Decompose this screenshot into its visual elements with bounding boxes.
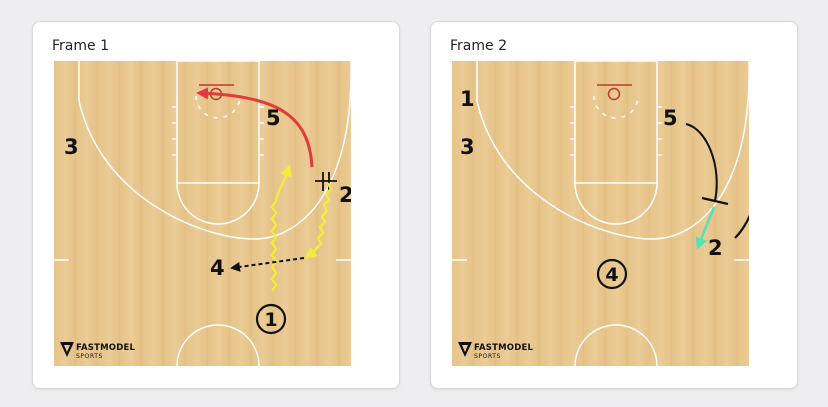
player-5: 5	[266, 106, 281, 130]
lane-hash-left	[172, 106, 177, 156]
rim	[607, 87, 621, 101]
fastmodel-logo: FASTMODEL SPORTS	[458, 342, 533, 360]
court-floor	[452, 61, 749, 366]
frame-1-court: 3 5 2 4 1 FASTMODEL SPORTS	[54, 61, 351, 366]
logo-mark-icon	[458, 342, 472, 357]
logo-subtext: SPORTS	[76, 353, 103, 360]
cut-arrow-black	[734, 214, 749, 239]
three-point-arc	[476, 61, 749, 240]
player-4: 4	[210, 256, 225, 280]
player-3: 3	[460, 135, 475, 159]
player-2: 2	[708, 236, 723, 260]
lane-hash-left	[570, 106, 575, 156]
cut-arrow-red	[196, 87, 314, 168]
free-throw-circle	[574, 182, 658, 225]
court-lines	[452, 61, 749, 366]
lane-hash-right	[657, 106, 662, 156]
fastmodel-logo: FASTMODEL SPORTS	[60, 342, 135, 360]
player-2: 2	[339, 183, 351, 207]
dribble-path-2	[304, 182, 333, 259]
screen-mark	[315, 172, 337, 191]
basket	[597, 84, 632, 101]
logo-text: FASTMODEL	[76, 343, 135, 353]
free-throw-circle	[176, 182, 260, 225]
dribble-path-1	[270, 164, 292, 292]
logo-subtext: SPORTS	[474, 353, 501, 360]
screen-path	[685, 123, 718, 202]
ball-handler-circle	[255, 303, 287, 335]
frame-2-card: Frame 2 1 3 5 2 4	[430, 21, 798, 389]
half-court-circle	[176, 324, 260, 366]
court-lines	[54, 61, 351, 366]
pass-arrow	[230, 257, 305, 272]
player-3: 3	[64, 135, 79, 159]
court-floor	[54, 61, 351, 366]
ball-handler-number: 1	[264, 309, 277, 331]
paint-lane	[176, 61, 260, 184]
logo-mark-icon	[60, 342, 74, 357]
half-court-circle	[574, 324, 658, 366]
frame-1-card: Frame 1 3	[32, 21, 400, 389]
handoff-arrow-teal	[695, 206, 716, 250]
frame-2-court: 1 3 5 2 4 FASTMODEL SPORTS	[452, 61, 749, 366]
paint-lane	[574, 61, 658, 184]
player-4-number: 4	[605, 264, 618, 286]
player-4-circle	[596, 258, 628, 290]
player-1: 1	[460, 87, 475, 111]
player-5: 5	[663, 106, 678, 130]
screen-bar	[701, 196, 729, 206]
three-point-arc	[78, 61, 351, 240]
frame-1-title: Frame 1	[52, 38, 109, 54]
frame-2-title: Frame 2	[450, 38, 507, 54]
lane-hash-right	[259, 106, 264, 156]
logo-text: FASTMODEL	[474, 343, 533, 353]
